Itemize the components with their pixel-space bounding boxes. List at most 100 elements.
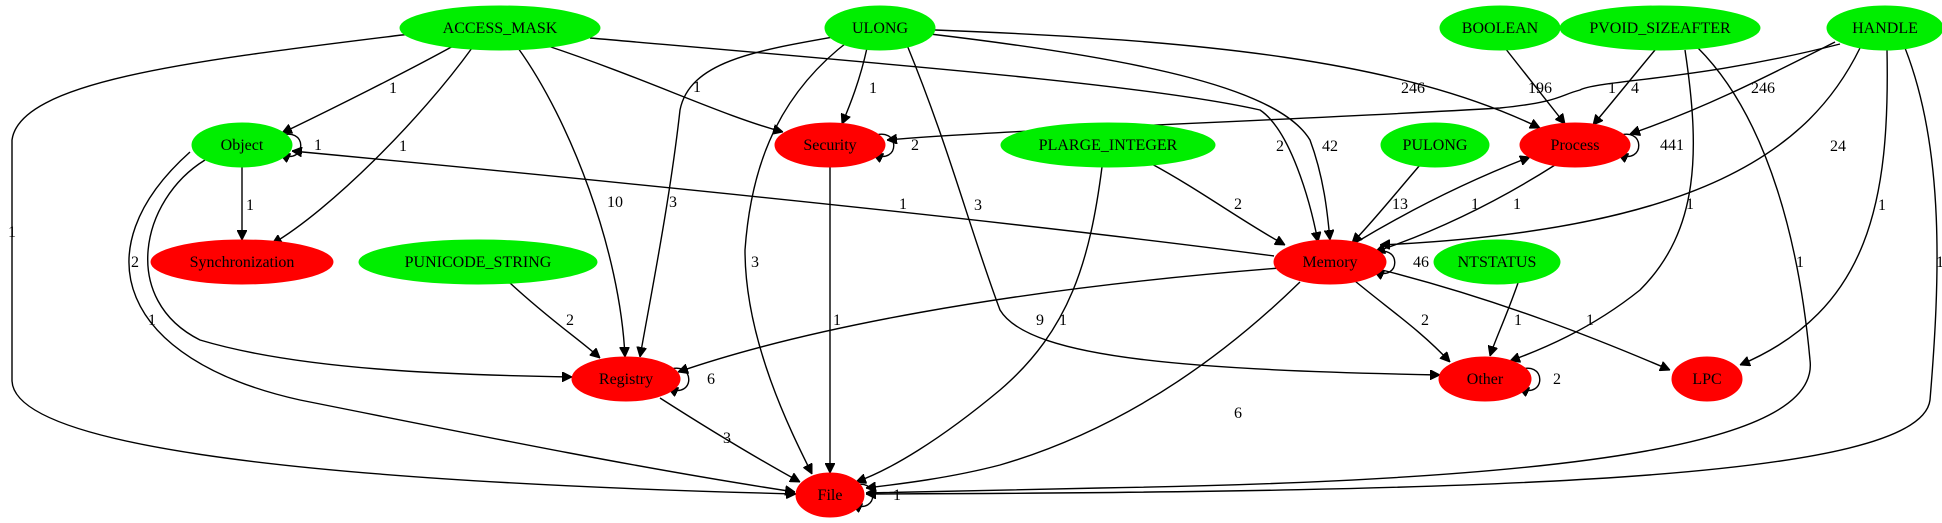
node-object-label: Object — [221, 137, 264, 154]
node-other-label: Other — [1467, 371, 1504, 388]
node-boolean: BOOLEAN — [1439, 5, 1561, 51]
edge-ulong-to-process — [934, 29, 1540, 128]
node-pulong-label: PULONG — [1403, 137, 1468, 154]
edge-pvoid-sizeafter-to-process-label: 4 — [1631, 80, 1639, 97]
node-plarge-integer: PLARGE_INTEGER — [1000, 122, 1216, 168]
edge-registry-to-registry-label: 6 — [707, 371, 715, 388]
edges-layer — [11, 29, 1938, 506]
edge-plarge-integer-to-file — [856, 166, 1103, 482]
node-file-label: File — [818, 487, 843, 504]
edge-handle-to-lpc — [1740, 49, 1888, 365]
edge-boolean-to-process-label: 196 — [1528, 80, 1552, 97]
node-pvoid-sizeafter: PVOID_SIZEAFTER — [1559, 5, 1761, 51]
node-file: File — [795, 472, 865, 518]
edge-process-to-memory-label: 1 — [1513, 196, 1521, 213]
edge-access-mask-to-synchronization-label: 1 — [399, 138, 407, 155]
edge-handle-to-file-label: 1 — [1936, 254, 1942, 271]
edge-pulong-to-memory-label: 13 — [1392, 196, 1408, 213]
edge-memory-to-lpc-label: 1 — [1586, 312, 1594, 329]
edge-access-mask-to-security — [544, 44, 783, 132]
edge-ntstatus-to-other — [1490, 282, 1519, 356]
node-pulong: PULONG — [1380, 122, 1490, 168]
node-pvoid-sizeafter-shape — [1559, 5, 1761, 51]
edge-punicode-string-to-registry-label: 2 — [566, 312, 574, 329]
edge-object-to-registry-label: 2 — [131, 254, 139, 271]
edge-ulong-to-other — [906, 44, 1440, 375]
node-punicode-string-shape — [358, 239, 598, 285]
node-punicode-string-label: PUNICODE_STRING — [405, 254, 552, 271]
node-file-shape — [795, 472, 865, 518]
edge-ulong-to-other-label: 3 — [974, 197, 982, 214]
node-handle-shape — [1826, 5, 1942, 51]
edge-object-to-registry — [147, 159, 572, 377]
node-pulong-shape — [1380, 122, 1490, 168]
edge-process-to-memory — [1375, 164, 1556, 252]
nodes-layer: ACCESS_MASK ULONG BOOLEAN PVOID_SIZEAFTER HA… — [150, 5, 1942, 518]
edge-plarge-integer-to-memory-label: 2 — [1234, 196, 1242, 213]
node-plarge-integer-label: PLARGE_INTEGER — [1039, 137, 1178, 154]
edge-ulong-to-memory — [929, 33, 1330, 240]
edge-handle-to-process — [1630, 41, 1836, 134]
node-punicode-string: PUNICODE_STRING — [358, 239, 598, 285]
edge-handle-to-security — [887, 43, 1841, 140]
node-memory-label: Memory — [1302, 254, 1357, 271]
edge-ulong-to-memory-label: 42 — [1322, 138, 1338, 155]
edge-pvoid-sizeafter-to-other-label: 1 — [1686, 196, 1694, 213]
node-access-mask-shape — [399, 5, 601, 51]
edge-process-to-process-label: 441 — [1660, 137, 1684, 154]
node-lpc-shape — [1671, 356, 1743, 402]
edge-memory-to-memory-label: 46 — [1413, 254, 1429, 271]
edge-object-to-file-label: 1 — [148, 312, 156, 329]
node-registry: Registry — [571, 356, 681, 402]
edge-access-mask-to-security-label: 1 — [693, 79, 701, 96]
edge-handle-to-lpc-label: 1 — [1878, 197, 1886, 214]
edge-ulong-to-security-label: 1 — [869, 80, 877, 97]
edge-ulong-to-registry-label: 3 — [669, 194, 677, 211]
node-boolean-label: BOOLEAN — [1462, 20, 1539, 37]
node-ulong: ULONG — [824, 5, 936, 51]
edge-ulong-to-process-label: 246 — [1401, 80, 1425, 97]
node-synchronization: Synchronization — [150, 239, 334, 285]
edge-access-mask-to-object — [282, 44, 456, 133]
node-security: Security — [774, 122, 886, 168]
node-security-shape — [774, 122, 886, 168]
edge-memory-to-memory-self-loop — [1371, 250, 1396, 273]
node-object-shape — [191, 122, 293, 168]
edge-memory-to-registry-label: 9 — [1036, 312, 1044, 329]
edge-access-mask-to-object-label: 1 — [389, 80, 397, 97]
node-handle: HANDLE — [1826, 5, 1942, 51]
node-memory: Memory — [1273, 239, 1387, 285]
node-access-mask: ACCESS_MASK — [399, 5, 601, 51]
node-other: Other — [1438, 356, 1532, 402]
node-access-mask-label: ACCESS_MASK — [443, 20, 558, 37]
node-memory-shape — [1273, 239, 1387, 285]
edge-registry-to-file — [659, 397, 800, 483]
node-ulong-shape — [824, 5, 936, 51]
edge-pvoid-sizeafter-to-file — [866, 47, 1811, 493]
node-synchronization-label: Synchronization — [190, 254, 295, 271]
node-process-label: Process — [1551, 137, 1600, 154]
node-process-shape — [1519, 122, 1631, 168]
edge-memory-to-process — [1354, 157, 1530, 244]
node-registry-shape — [571, 356, 681, 402]
node-synchronization-shape — [150, 239, 334, 285]
node-pvoid-sizeafter-label: PVOID_SIZEAFTER — [1589, 20, 1731, 37]
edge-memory-to-other-label: 2 — [1421, 312, 1429, 329]
edge-pvoid-sizeafter-to-other — [1510, 49, 1694, 361]
node-plarge-integer-shape — [1000, 122, 1216, 168]
edge-other-to-other-label: 2 — [1553, 371, 1561, 388]
edge-boolean-to-process — [1504, 47, 1565, 124]
edge-access-mask-to-registry — [517, 47, 625, 357]
edge-access-mask-to-file-label: 1 — [8, 224, 16, 241]
edge-registry-to-file-label: 3 — [723, 430, 731, 447]
edge-file-to-file-label: 1 — [893, 487, 901, 504]
edge-object-to-synchronization-label: 1 — [246, 197, 254, 214]
node-lpc-label: LPC — [1692, 371, 1721, 388]
node-process: Process — [1519, 122, 1631, 168]
edge-object-to-object-label: 1 — [314, 137, 322, 154]
edge-access-mask-to-memory — [589, 37, 1318, 242]
edge-ulong-to-registry — [640, 34, 846, 357]
edge-pvoid-sizeafter-to-process — [1593, 49, 1656, 125]
edge-ulong-to-file — [744, 39, 851, 474]
